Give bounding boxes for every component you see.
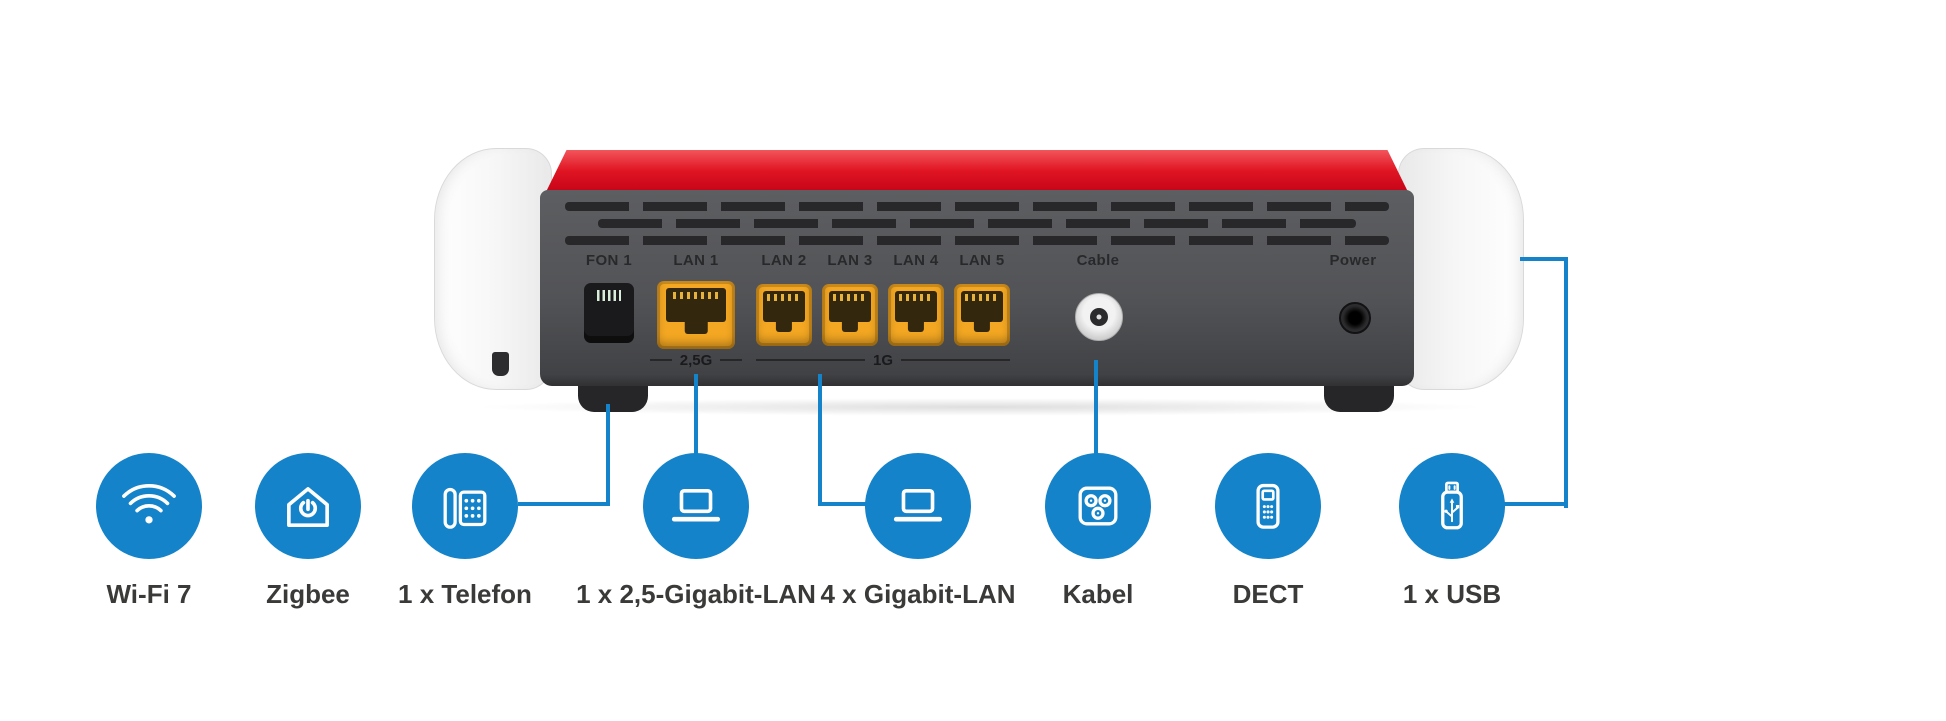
port-label-lan2: LAN 2 [761, 252, 807, 269]
feature-wifi: Wi-Fi 7 [19, 453, 279, 610]
feature-label-zigbee: Zigbee [266, 579, 350, 609]
router-right-side-cap [1398, 148, 1524, 390]
port-label-lan1: LAN 1 [673, 252, 719, 269]
feature-25g-lan: 1 x 2,5-Gigabit-LAN [566, 453, 826, 610]
callout-line-usb-v [1564, 257, 1568, 508]
port-label-fon1: FON 1 [585, 252, 633, 269]
feature-dect: DECT [1138, 453, 1398, 610]
callout-line-kabel [1094, 360, 1098, 454]
kabel-socket-icon [1045, 453, 1151, 559]
lan1-speed-label: 2,5G [679, 351, 713, 369]
feature-label-usb: 1 x USB [1402, 579, 1502, 609]
lan5-port [954, 284, 1010, 346]
router-rear-panel: FON 1 LAN 1 LAN 2 LAN 3 LAN 4 LAN 5 Cabl… [540, 190, 1414, 386]
port-label-lan3: LAN 3 [827, 252, 873, 269]
callout-line-25g-lan [694, 374, 698, 454]
feature-label-telefon: 1 x Telefon [398, 579, 532, 609]
vent-row [598, 219, 1356, 228]
feature-label-dect: DECT [1232, 579, 1304, 609]
lan-group-speed-label: 1G [873, 351, 894, 369]
feature-usb: 1 x USB [1322, 453, 1582, 610]
feature-label-wifi: Wi-Fi 7 [106, 579, 192, 609]
vent-row [565, 202, 1389, 211]
vent-row [565, 236, 1389, 245]
lan4-port [888, 284, 944, 346]
callout-line-usb-top [1520, 257, 1568, 261]
router-red-top-panel [544, 150, 1410, 196]
lan2-port [756, 284, 812, 346]
feature-gigabit-lan: 4 x Gigabit-LAN [788, 453, 1048, 610]
port-label-lan5: LAN 5 [959, 252, 1005, 269]
callout-line-telefon-h [518, 502, 610, 506]
laptop-icon [865, 453, 971, 559]
callout-line-telefon-v [606, 404, 610, 506]
cable-hook [492, 352, 509, 376]
feature-zigbee: Zigbee [178, 453, 438, 610]
feature-label-kabel: Kabel [1062, 579, 1134, 609]
lan-group-speed-bracket: 1G [756, 351, 1010, 369]
feature-label-gigabit-lan: 4 x Gigabit-LAN [820, 579, 1016, 609]
callout-line-usb-bottom [1504, 502, 1568, 506]
lan3-port [822, 284, 878, 346]
laptop-icon [643, 453, 749, 559]
router-shadow [470, 398, 1490, 416]
zigbee-icon [255, 453, 361, 559]
port-label-power: Power [1329, 252, 1377, 269]
callout-line-gigabit-lan-h [818, 502, 866, 506]
cable-coax-connector [1075, 293, 1123, 341]
feature-telefon: 1 x Telefon [335, 453, 595, 610]
port-label-lan4: LAN 4 [893, 252, 939, 269]
port-label-cable: Cable [1076, 252, 1120, 269]
callout-line-gigabit-lan-v [818, 374, 822, 506]
power-jack [1339, 302, 1371, 334]
fon1-port [584, 283, 634, 343]
lan1-port [657, 281, 735, 349]
fon1-pins [597, 290, 621, 301]
feature-label-25g-lan: 1 x 2,5-Gigabit-LAN [576, 579, 816, 609]
lan1-speed-bracket: 2,5G [650, 351, 742, 369]
wifi-icon [96, 453, 202, 559]
telefon-icon [412, 453, 518, 559]
usb-stick-icon [1399, 453, 1505, 559]
dect-handset-icon [1215, 453, 1321, 559]
feature-kabel: Kabel [968, 453, 1228, 610]
